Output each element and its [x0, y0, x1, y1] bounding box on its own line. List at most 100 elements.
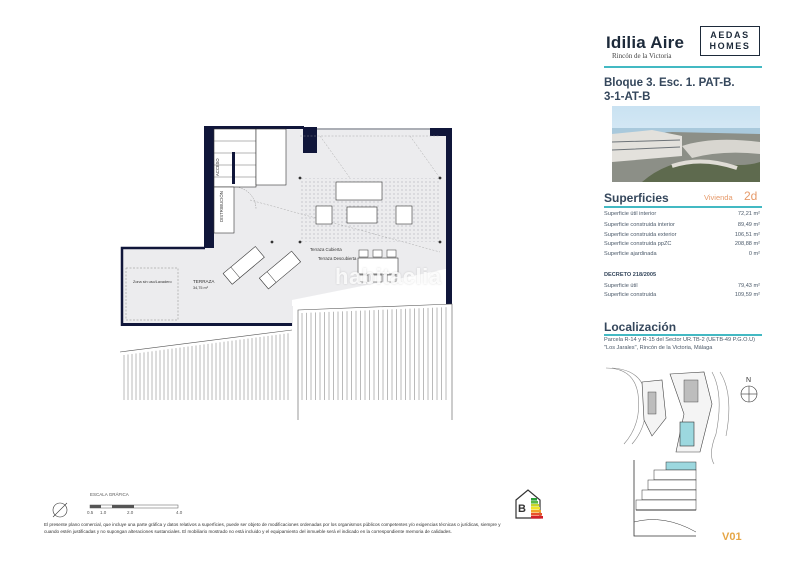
floor-plan: DISTRIBUCIÓN ACCESO TERRAZA 34,75 m² Zon…: [52, 126, 543, 519]
decreto-value: 79,43 m²: [737, 283, 760, 289]
surface-value: 0 m²: [748, 251, 760, 257]
post: [438, 240, 442, 244]
post: [298, 240, 302, 244]
unit-line: 3-1-AT-B: [604, 91, 651, 103]
surface-row: Superficie construida ppZC 208,88 m²: [604, 241, 760, 247]
energy-class: B: [518, 503, 526, 515]
surface-row: Superficie ajardinada 0 m²: [604, 251, 760, 257]
scale-tick: 2.0: [127, 510, 134, 515]
surface-row: Superficie construida interior 89,49 m²: [604, 222, 760, 228]
chair: [386, 249, 397, 258]
compass-north: N: [746, 377, 751, 384]
post: [270, 240, 274, 244]
west-core-wall: [204, 126, 214, 248]
post: [438, 176, 442, 180]
roof-edge: [119, 329, 293, 353]
page-code: V01: [722, 531, 742, 543]
site-map: N: [605, 367, 758, 537]
disclaimer: El presente plano comercial, que incluye…: [44, 522, 564, 535]
logo-line: AEDAS: [710, 30, 750, 40]
photo-render: [612, 106, 760, 182]
scale-tick: 1.0: [100, 510, 107, 515]
terraza-area: 34,75 m²: [193, 286, 209, 290]
aedas-logo: AEDAS HOMES: [700, 26, 760, 56]
scale-segment: [90, 505, 101, 508]
decreto-row: Superficie construida 109,59 m²: [604, 292, 760, 298]
sun-lounger: [222, 246, 265, 285]
brand-name: Idilia Aire: [606, 33, 685, 52]
chair: [372, 274, 383, 283]
lower-roof: [120, 330, 292, 420]
surface-label: Superficie construida ppZC: [604, 241, 672, 247]
energy-label-icon: B: [515, 489, 543, 519]
chair: [358, 274, 369, 283]
zona-label: Zona sin uso/Lavadero: [133, 280, 172, 284]
surface-value: 72,21 m²: [737, 211, 760, 217]
armchair: [315, 205, 333, 225]
descubierta-label: Terraza Descubierta: [318, 256, 357, 261]
dining-table: [357, 257, 399, 275]
watermark: habitaclia: [335, 264, 442, 289]
south-wall: [122, 323, 292, 326]
north-arrow-icon: [52, 502, 68, 518]
loc-line: Parcela R-14 y R-15 del Sector UR.TB-2 (…: [604, 337, 755, 343]
sofa: [335, 181, 383, 201]
roof-edge: [297, 303, 453, 420]
surface-value: 89,49 m²: [737, 222, 760, 228]
unit-line: Bloque 3. Esc. 1. PAT-B.: [604, 77, 735, 89]
highlighted-block: [679, 421, 695, 447]
divider: [604, 206, 762, 208]
surface-label: Superficie ajardinada: [604, 251, 657, 257]
acceso-label: ACCESO: [215, 158, 220, 176]
utility-block: [255, 128, 287, 186]
decreto-label: Superficie construida: [604, 292, 657, 298]
laundry-zone: [125, 267, 179, 321]
surface-value: 208,88 m²: [734, 241, 760, 247]
decreto-label: Superficie útil: [604, 283, 638, 289]
surface-row: Superficie construida exterior 106,51 m²: [604, 232, 760, 238]
superficies-title: Superficies: [604, 191, 669, 205]
surface-row: Superficie útil interior 72,21 m²: [604, 211, 760, 217]
scale-segment: [112, 505, 134, 508]
logo-line: HOMES: [709, 41, 751, 51]
surface-label: Superficie construida interior: [604, 222, 675, 228]
coffee-table: [346, 206, 378, 224]
unit-type: Vivienda: [704, 193, 733, 202]
scale-tick: 4.0: [176, 510, 183, 515]
chair: [358, 249, 369, 258]
loc-line: "Los Jarales", Rincón de la Victoria, Má…: [604, 344, 713, 351]
terraza-label: TERRAZA: [193, 279, 215, 284]
decreto-row: Superficie útil 79,43 m²: [604, 283, 760, 289]
sun-lounger: [258, 250, 302, 290]
post: [298, 176, 302, 180]
door-swing: [233, 186, 257, 210]
north-wall-right: [430, 128, 452, 136]
distribucion-room: [213, 186, 235, 234]
localizacion-text: Parcela R-14 y R-15 del Sector UR.TB-2 (…: [604, 337, 764, 352]
core-divider: [232, 152, 235, 184]
chair: [386, 274, 397, 283]
chair: [372, 249, 383, 258]
surface-label: Superficie construida exterior: [604, 232, 677, 238]
disclaimer-line: El presente plano comercial, que incluye…: [44, 522, 501, 527]
east-wall-low: [446, 266, 452, 306]
distribucion-label: DISTRIBUCIÓN: [219, 191, 224, 222]
east-wall-base: [292, 268, 452, 306]
lower-roof: [298, 304, 452, 420]
pergola-diagonal: [409, 135, 441, 179]
north-arrow-needle: [52, 502, 68, 518]
roof-hatch: [123, 333, 289, 400]
scale-title: ESCALA GRÁFICA: [90, 492, 129, 497]
roof-line: [249, 199, 441, 253]
divider: [604, 66, 762, 68]
decreto-value: 109,59 m²: [734, 292, 760, 298]
cubierta-label: Terraza Cubierta: [310, 247, 342, 252]
column: [303, 127, 317, 153]
section-diagram: [633, 460, 697, 537]
surface-label: Superficie útil interior: [604, 211, 657, 217]
building-photo: [612, 106, 760, 182]
brand-subtitle: Rincón de la Victoria: [612, 52, 672, 60]
roof-hatch: [301, 307, 447, 400]
scale-tick: 0.5: [87, 510, 94, 515]
disclaimer-line: cuando estén justificadas y no supongan …: [44, 528, 452, 534]
